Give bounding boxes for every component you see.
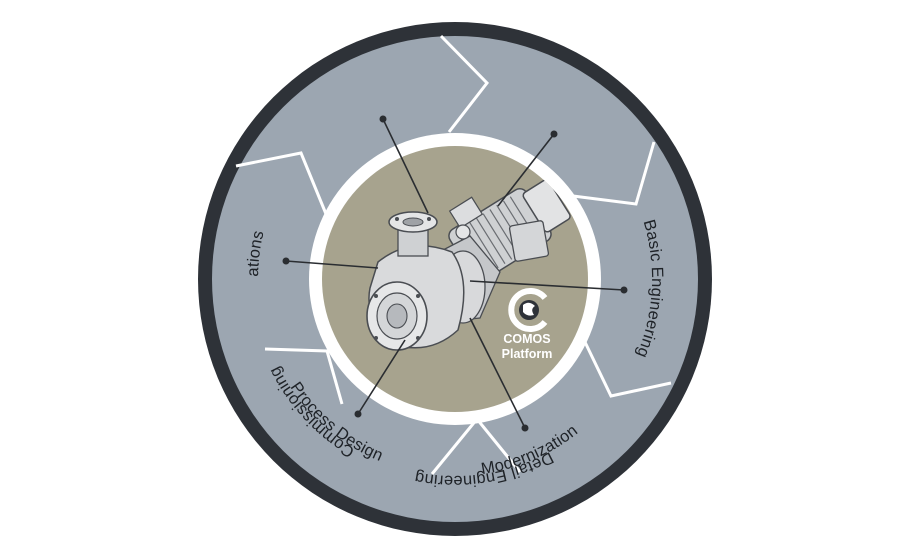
divider-operations-modernization — [582, 339, 672, 398]
comos-logo-icon — [508, 288, 548, 332]
divider-detail-commissioning — [439, 34, 489, 133]
divider-process-basic — [264, 347, 344, 405]
divider-commissioning-operations — [572, 141, 656, 206]
divider-basic-detail — [235, 151, 328, 215]
connector-process-design — [354, 339, 406, 418]
connector-operations — [469, 280, 628, 294]
connector-lines — [282, 115, 628, 432]
connector-detail-engineering — [379, 115, 429, 214]
connector-commissioning — [497, 130, 558, 207]
pump-motor-illustration — [366, 179, 571, 351]
connector-basic-engineering — [282, 257, 379, 269]
connector-modernization — [469, 317, 529, 432]
comos-logo: COMOS Platform — [502, 288, 553, 361]
logo-line-1: COMOS — [503, 332, 550, 346]
logo-line-2: Platform — [502, 347, 553, 361]
